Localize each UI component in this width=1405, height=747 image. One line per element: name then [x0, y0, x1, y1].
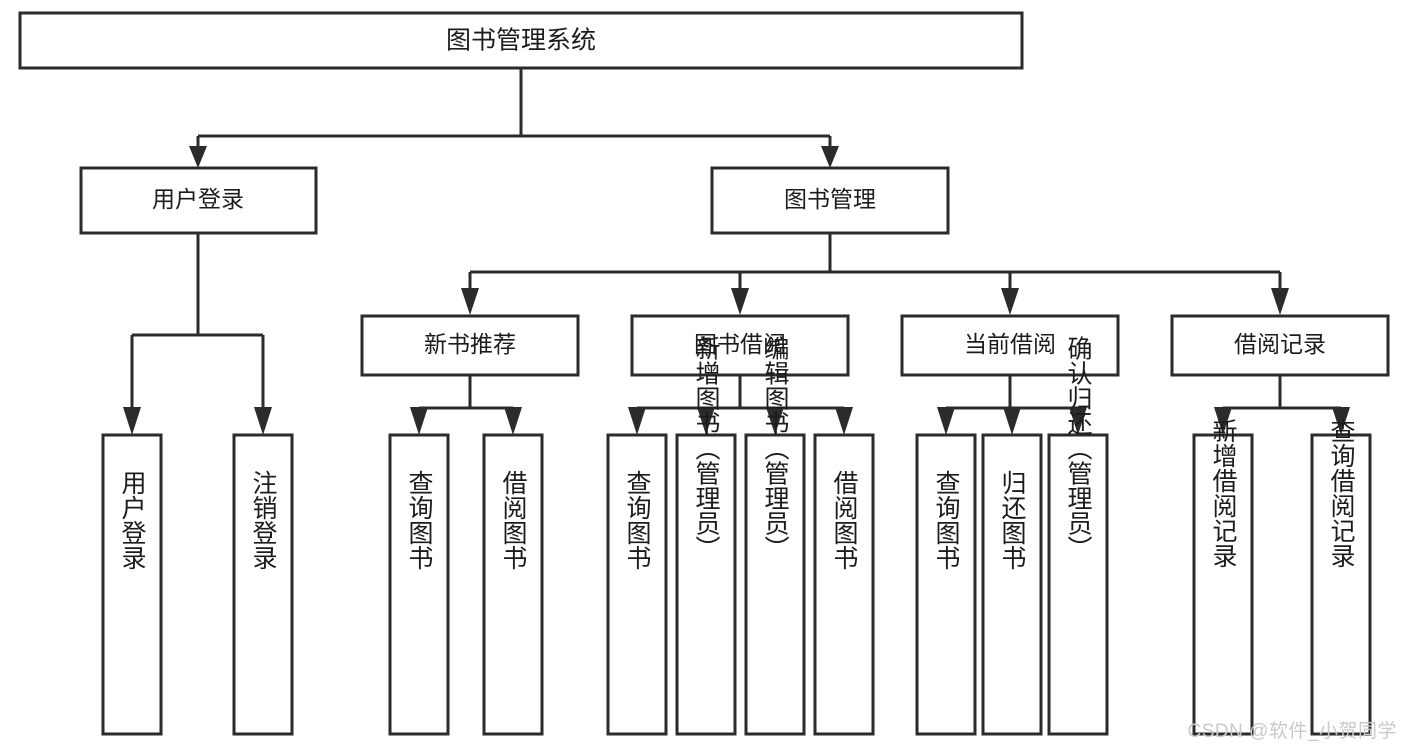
node-book-manage-label: 图书管理 — [784, 186, 876, 212]
node-book-manage-box[interactable] — [710, 166, 950, 235]
node-leaf-confirm-return-label: 确认归还（管理员） — [1064, 336, 1093, 561]
node-leaf-query-borrow-record-label: 查询借阅记录 — [1327, 418, 1356, 568]
arrow-head-book-borrow — [731, 288, 749, 315]
arrow-head-leaf-add-book-admin — [697, 407, 715, 435]
node-leaf-query-book-current-box[interactable] — [915, 433, 977, 736]
node-current-borrow-label: 当前借阅 — [964, 331, 1056, 357]
node-book-borrow[interactable]: 图书借阅 — [630, 314, 850, 377]
node-leaf-user-login-label: 用户登录 — [118, 470, 147, 570]
arrow-head-current-borrow — [1001, 288, 1019, 315]
node-leaf-edit-book-admin[interactable]: 编辑图书（管理员） — [744, 336, 806, 736]
arrow-head-leaf-edit-book-admin — [766, 407, 784, 435]
node-user-login-label: 用户登录 — [152, 186, 244, 212]
node-borrow-record[interactable]: 借阅记录 — [1170, 314, 1390, 377]
node-leaf-add-borrow-record-box[interactable] — [1192, 433, 1254, 736]
arrow-head-leaf-borrow-book — [835, 407, 853, 435]
node-leaf-query-borrow-record-box[interactable] — [1310, 433, 1372, 736]
node-leaf-edit-book-admin-label: 编辑图书（管理员） — [761, 336, 790, 561]
node-leaf-add-book-admin[interactable]: 新增图书（管理员） — [675, 336, 737, 736]
node-leaf-user-login-box[interactable] — [101, 433, 163, 736]
node-leaf-borrow-book-rec-label: 借阅图书 — [499, 470, 528, 570]
node-new-book-recommend[interactable]: 新书推荐 — [360, 314, 580, 377]
node-current-borrow[interactable]: 当前借阅 — [900, 314, 1120, 377]
node-leaf-query-borrow-record[interactable]: 查询借阅记录 — [1310, 418, 1372, 736]
node-book-borrow-box[interactable] — [630, 314, 850, 377]
node-leaf-logout-login[interactable]: 注销登录 — [232, 433, 294, 736]
arrow-head-leaf-return-book — [1003, 407, 1021, 435]
node-leaf-borrow-book-rec[interactable]: 借阅图书 — [482, 433, 544, 736]
node-leaf-query-book-borrow-box[interactable] — [606, 433, 668, 736]
node-leaf-return-book-box[interactable] — [981, 433, 1043, 736]
arrow-head-new-book-recommend — [461, 288, 479, 315]
node-leaf-add-borrow-record-label: 新增借阅记录 — [1209, 418, 1238, 568]
node-leaf-logout-login-box[interactable] — [232, 433, 294, 736]
node-leaf-confirm-return-box[interactable] — [1047, 433, 1109, 736]
node-leaf-query-book-current[interactable]: 查询图书 — [915, 433, 977, 736]
node-leaf-return-book-label: 归还图书 — [998, 470, 1027, 570]
node-leaf-query-book-rec-box[interactable] — [388, 433, 450, 736]
node-leaf-query-book-rec[interactable]: 查询图书 — [388, 433, 450, 736]
arrow-head-leaf-query-book-current — [937, 407, 955, 435]
arrow-head-leaf-borrow-book-rec — [504, 407, 522, 435]
node-leaf-return-book[interactable]: 归还图书 — [981, 433, 1043, 736]
node-book-borrow-label: 图书借阅 — [694, 331, 786, 357]
arrow-head-leaf-logout-login — [254, 407, 272, 435]
node-leaf-add-book-admin-box[interactable] — [675, 433, 737, 736]
node-leaf-borrow-book-box[interactable] — [813, 433, 875, 736]
node-new-book-recommend-box[interactable] — [360, 314, 580, 377]
node-leaf-borrow-book-label: 借阅图书 — [830, 470, 859, 570]
node-leaf-user-login[interactable]: 用户登录 — [101, 433, 163, 736]
node-user-login[interactable]: 用户登录 — [79, 166, 318, 235]
arrow-head-leaf-query-borrow-record — [1332, 407, 1350, 435]
node-user-login-box[interactable] — [79, 166, 318, 235]
node-leaf-query-book-rec-label: 查询图书 — [405, 470, 434, 570]
arrow-head-leaf-add-borrow-record — [1214, 407, 1232, 435]
node-leaf-logout-login-label: 注销登录 — [249, 470, 278, 570]
arrow-head-book-manage — [821, 146, 839, 168]
arrow-head-borrow-record — [1271, 288, 1289, 315]
node-book-manage[interactable]: 图书管理 — [710, 166, 950, 235]
node-borrow-record-label: 借阅记录 — [1234, 331, 1326, 357]
node-leaf-add-book-admin-label: 新增图书（管理员） — [692, 336, 721, 561]
node-root-label: 图书管理系统 — [446, 27, 596, 55]
node-leaf-query-book-borrow[interactable]: 查询图书 — [606, 433, 668, 736]
node-leaf-query-book-current-label: 查询图书 — [932, 470, 961, 570]
arrow-head-user-login — [189, 146, 207, 168]
connector-layer — [123, 68, 1350, 435]
node-leaf-confirm-return[interactable]: 确认归还（管理员） — [1047, 336, 1109, 736]
node-new-book-recommend-label: 新书推荐 — [424, 331, 516, 357]
node-root[interactable]: 图书管理系统 — [18, 11, 1024, 70]
arrow-head-leaf-query-book-borrow — [628, 407, 646, 435]
arrow-head-leaf-user-login — [123, 407, 141, 435]
arrow-head-leaf-confirm-return — [1069, 407, 1087, 435]
node-leaf-borrow-book[interactable]: 借阅图书 — [813, 433, 875, 736]
node-leaf-add-borrow-record[interactable]: 新增借阅记录 — [1192, 418, 1254, 736]
node-leaf-query-book-borrow-label: 查询图书 — [623, 470, 652, 570]
arrow-head-leaf-query-book-rec — [410, 407, 428, 435]
node-leaf-borrow-book-rec-box[interactable] — [482, 433, 544, 736]
node-current-borrow-box[interactable] — [900, 314, 1120, 377]
node-borrow-record-box[interactable] — [1170, 314, 1390, 377]
node-leaf-edit-book-admin-box[interactable] — [744, 433, 806, 736]
node-root-box[interactable] — [18, 11, 1024, 70]
